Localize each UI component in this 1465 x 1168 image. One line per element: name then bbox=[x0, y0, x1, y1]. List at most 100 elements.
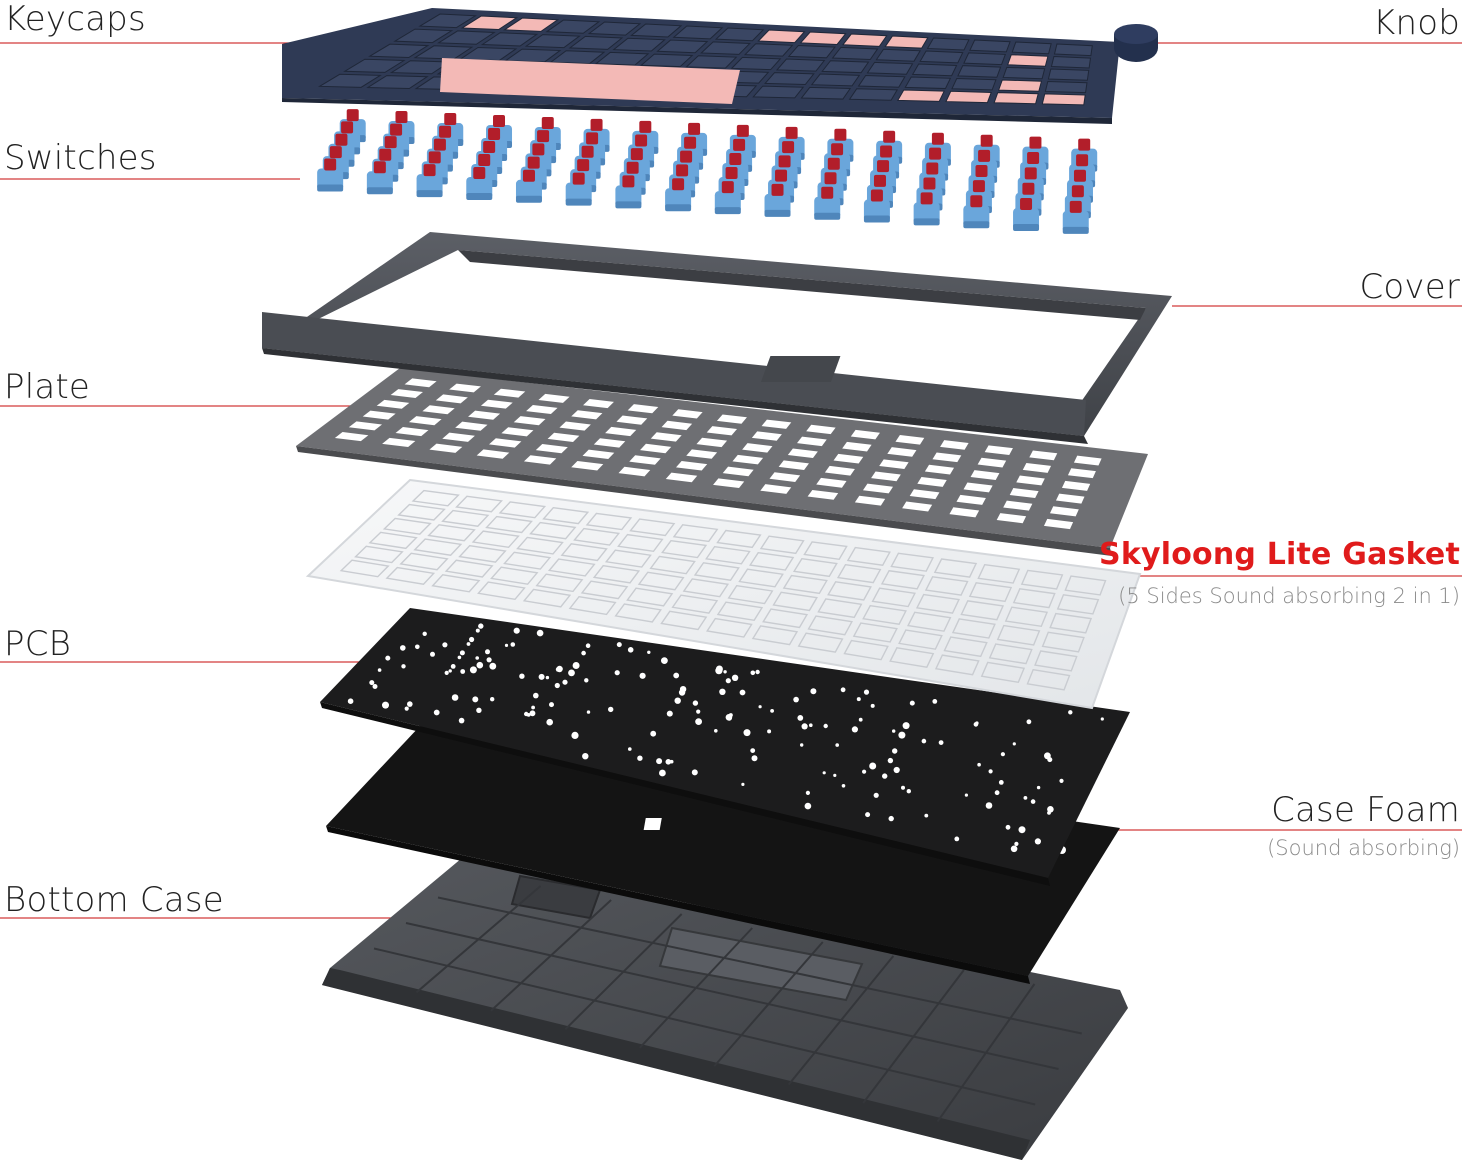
gasket-cell bbox=[617, 533, 664, 553]
pcb-hole bbox=[1026, 719, 1032, 725]
plate-cutout bbox=[1073, 455, 1102, 466]
pcb-hole bbox=[714, 729, 718, 733]
keycap bbox=[764, 72, 815, 86]
gasket-cell bbox=[782, 574, 828, 595]
gasket-cell bbox=[413, 538, 463, 556]
plate-cutout bbox=[686, 449, 718, 459]
keycap bbox=[875, 48, 921, 62]
plate-cutout bbox=[895, 435, 925, 445]
gasket-cell bbox=[1056, 594, 1100, 615]
gasket-cell bbox=[797, 632, 844, 653]
gasket-cell bbox=[585, 512, 633, 531]
keycap bbox=[831, 46, 879, 61]
plate-cutout bbox=[676, 460, 708, 471]
gasket-cell bbox=[542, 506, 590, 525]
keycap bbox=[656, 39, 709, 54]
pcb-hole bbox=[887, 757, 894, 764]
pcb-hole bbox=[804, 802, 812, 810]
plate-cutout bbox=[824, 465, 855, 476]
cover-layer bbox=[262, 232, 1172, 444]
pcb-hole bbox=[751, 755, 758, 762]
gasket-cell bbox=[682, 578, 730, 598]
gasket-cell bbox=[637, 571, 685, 591]
plate-cutout bbox=[850, 429, 880, 440]
case-foam-layer bbox=[326, 726, 1120, 984]
label-keycaps: Keycaps bbox=[4, 0, 146, 39]
plate-cutout bbox=[571, 461, 604, 471]
pcb-hole bbox=[723, 670, 727, 674]
bottom-case-layer bbox=[322, 858, 1128, 1160]
plate-cutout bbox=[977, 457, 1007, 468]
pcb-hole bbox=[459, 650, 465, 656]
switch bbox=[714, 181, 741, 215]
gasket-cell bbox=[535, 573, 584, 593]
gasket-cell bbox=[397, 503, 446, 521]
pcb-hole bbox=[627, 647, 634, 653]
pcb-hole bbox=[1034, 838, 1041, 845]
pcb-hole bbox=[433, 709, 440, 716]
gasket-cell bbox=[836, 563, 882, 584]
pcb-hole bbox=[695, 718, 702, 725]
pcb-hole bbox=[870, 703, 875, 708]
keycap bbox=[504, 48, 562, 63]
pcb-hole bbox=[862, 769, 867, 774]
plate-cutout bbox=[442, 432, 475, 442]
gasket-cell bbox=[503, 551, 552, 570]
gasket-cell bbox=[889, 647, 935, 668]
pcb-hole bbox=[581, 650, 586, 656]
pcb-hole bbox=[486, 657, 492, 663]
pcb-hole bbox=[549, 702, 554, 708]
pcb-hole bbox=[973, 722, 979, 727]
gasket-cell bbox=[772, 591, 818, 612]
pcb-hole bbox=[1023, 796, 1028, 800]
label-plate: Plate bbox=[4, 367, 91, 407]
pcb-hole bbox=[805, 790, 811, 796]
pcb-hole bbox=[616, 642, 622, 648]
pcb-hole bbox=[840, 687, 846, 693]
keycap bbox=[857, 75, 906, 88]
plate-cutout bbox=[404, 378, 437, 388]
gasket-cell bbox=[827, 581, 872, 601]
gasket-cell bbox=[592, 564, 641, 584]
plate-cutout bbox=[909, 489, 940, 500]
pcb-hole bbox=[1068, 710, 1073, 715]
gasket-cell bbox=[477, 581, 526, 601]
pcb-hole bbox=[750, 670, 756, 676]
pcb-hole bbox=[476, 661, 484, 669]
plate-cutout bbox=[435, 394, 468, 404]
switch bbox=[814, 186, 841, 220]
pcb-hole bbox=[513, 627, 520, 634]
pcb-hole bbox=[457, 655, 462, 660]
keycap bbox=[821, 60, 870, 74]
gasket-cell bbox=[705, 545, 751, 565]
plate-cutout bbox=[362, 410, 396, 420]
pcb-hole bbox=[665, 759, 672, 765]
plate-cutout bbox=[640, 443, 672, 454]
pcb-hole bbox=[797, 715, 804, 721]
gasket-cell bbox=[382, 517, 432, 535]
pcb-hole bbox=[451, 694, 459, 701]
switch bbox=[366, 161, 393, 195]
pcb-hole bbox=[731, 674, 739, 681]
pcb-hole bbox=[562, 679, 568, 685]
plate-cutout bbox=[455, 421, 488, 431]
pcb-hole bbox=[661, 657, 668, 664]
keycap bbox=[503, 17, 560, 32]
pcb-hole bbox=[801, 723, 808, 730]
keycap bbox=[752, 85, 805, 99]
pcb-hole bbox=[448, 669, 452, 673]
keycap bbox=[911, 63, 958, 77]
pcb-hole bbox=[932, 699, 938, 704]
pcb-hole bbox=[628, 747, 632, 751]
pcb-hole bbox=[478, 623, 484, 629]
pcb-hole bbox=[893, 766, 900, 774]
keycap bbox=[884, 35, 929, 49]
plate-cutout bbox=[650, 432, 682, 442]
plate-cutout bbox=[489, 438, 522, 448]
gasket-cell bbox=[431, 574, 481, 593]
pcb-hole bbox=[892, 748, 898, 754]
gasket-cell bbox=[1064, 575, 1107, 596]
plate-cutout bbox=[526, 404, 558, 415]
plate-cutout bbox=[408, 416, 442, 426]
pcb-hole bbox=[572, 662, 580, 669]
